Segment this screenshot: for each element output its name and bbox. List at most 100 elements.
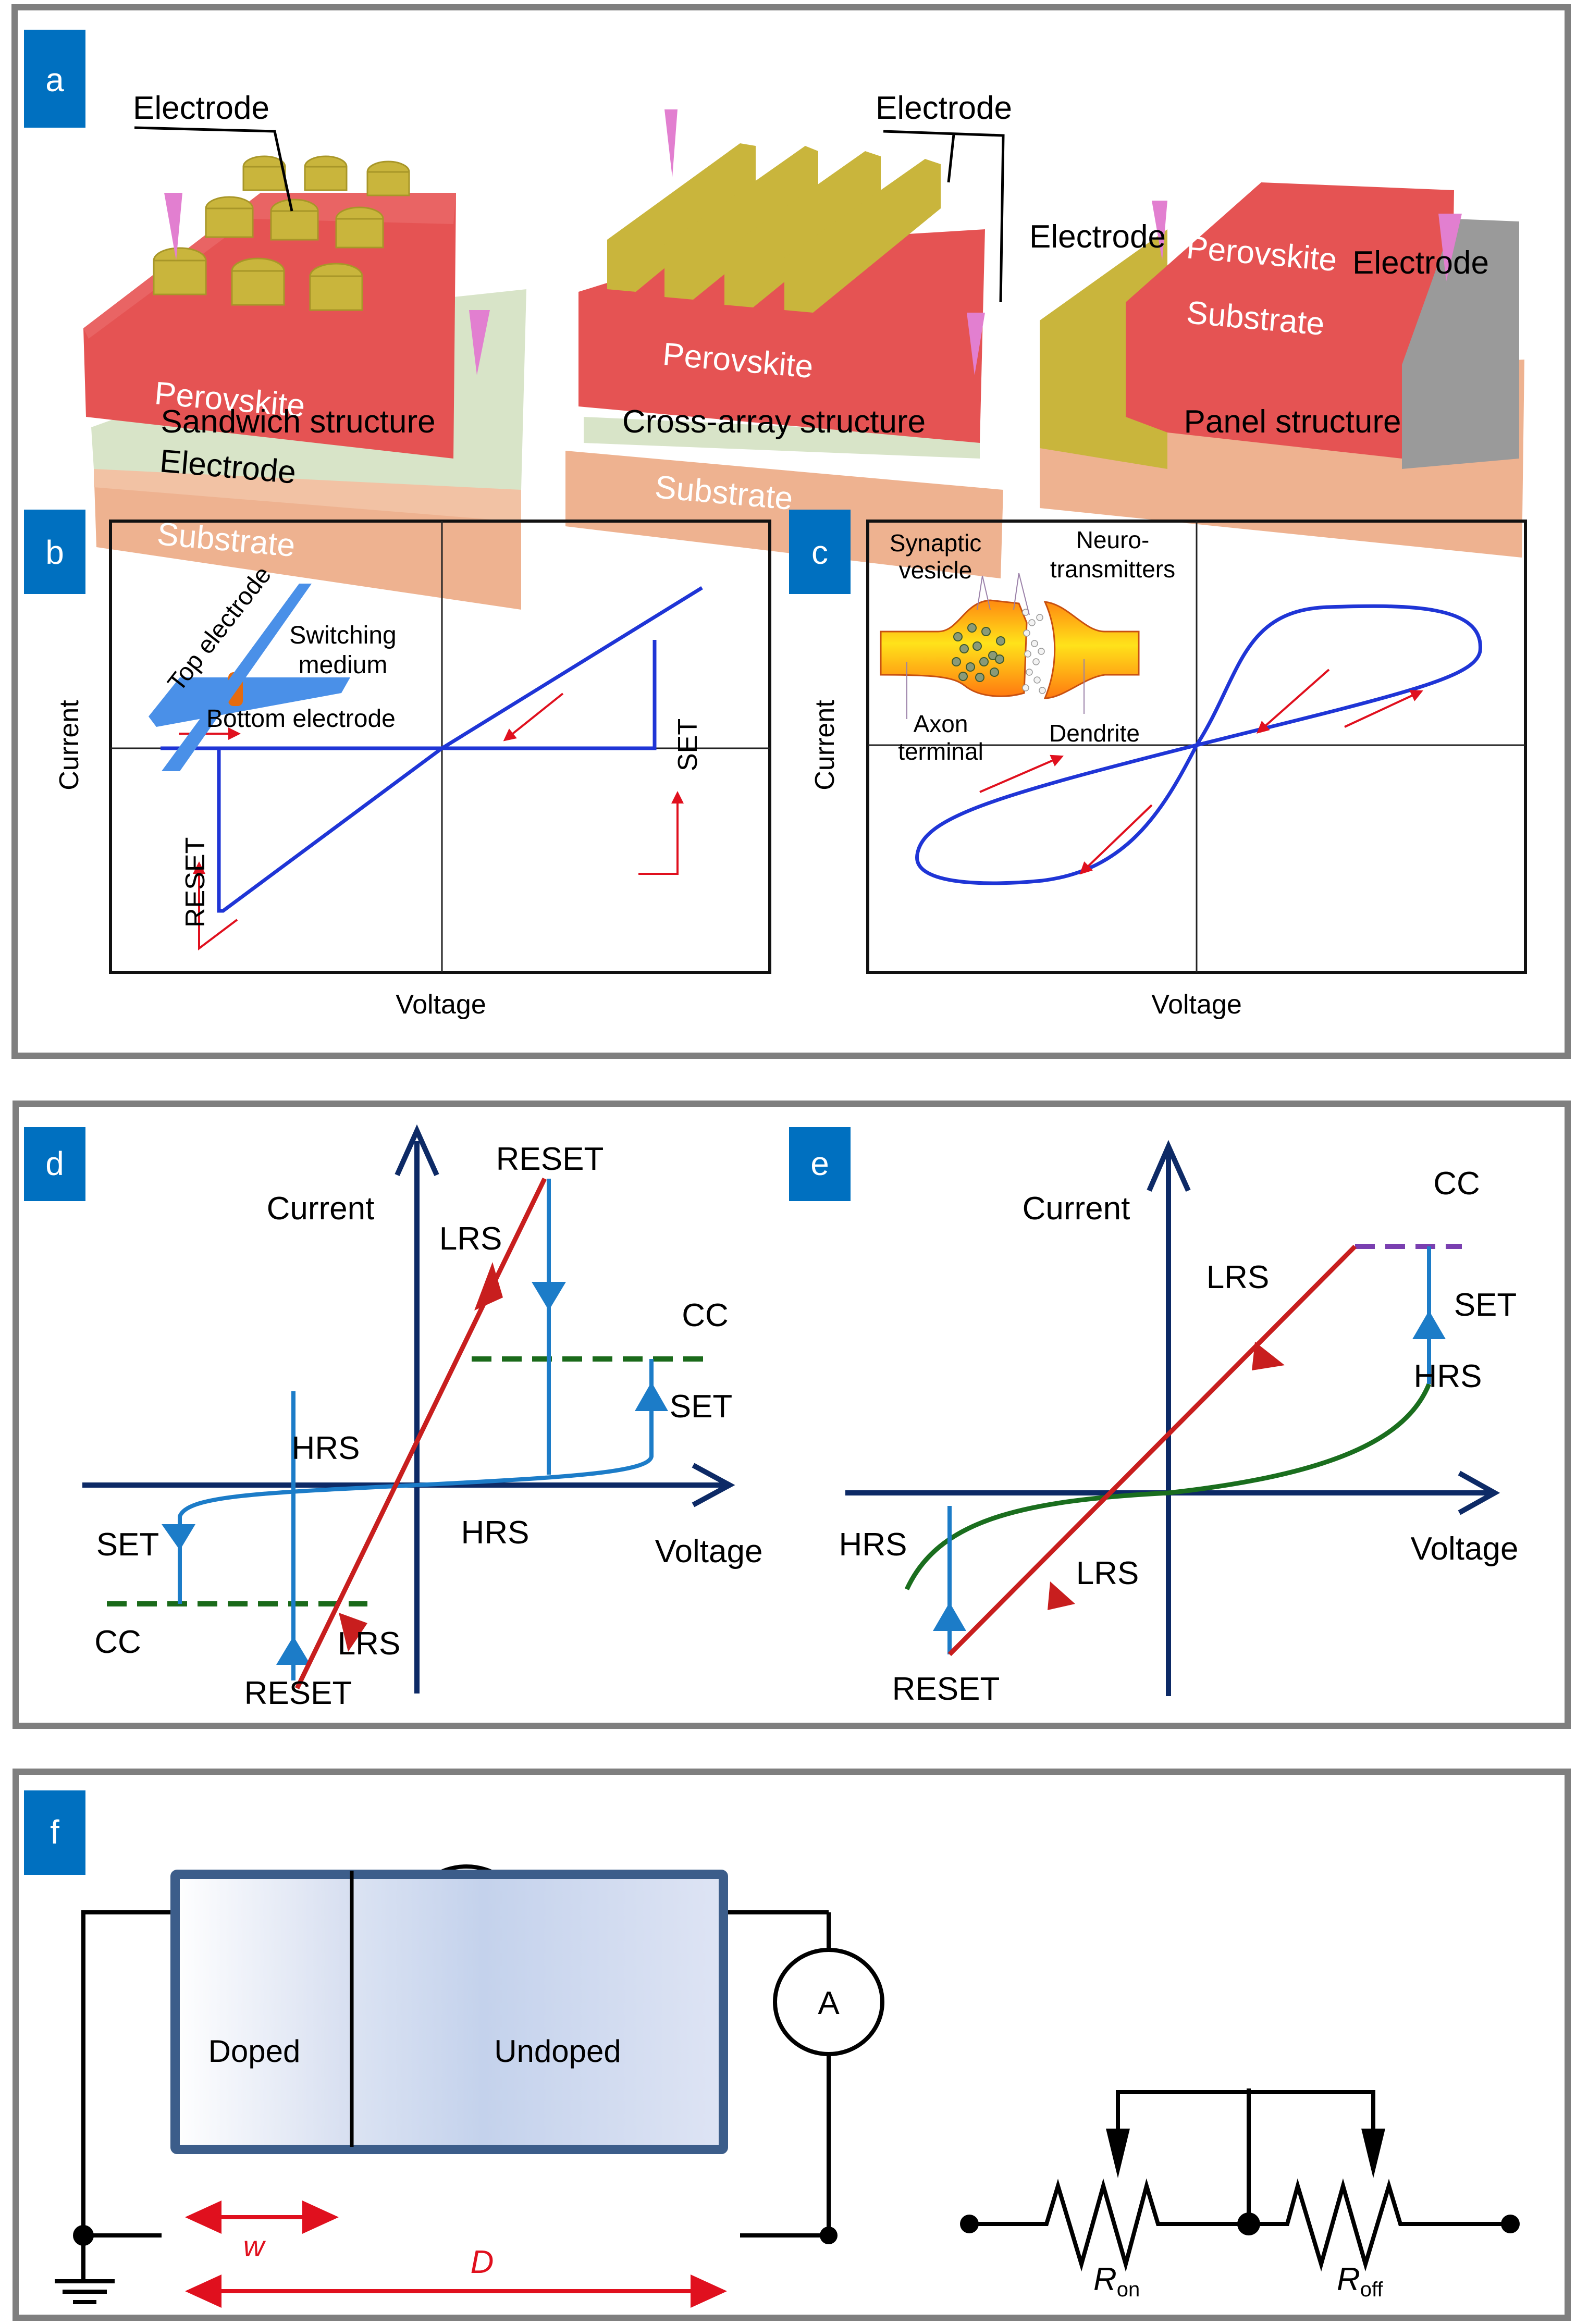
label-reset-top: RESET <box>496 1141 604 1177</box>
hrs-curve-e <box>904 1383 1432 1590</box>
direction-arrow-icon <box>1257 669 1330 734</box>
panel-a: a <box>24 30 1524 610</box>
panel-tag-f <box>24 1790 85 1875</box>
equivalent-resistor-circuit: Ron Roff <box>960 2088 1520 2301</box>
r-off-symbol: R <box>1337 2261 1360 2297</box>
label-neurotransmitters: Neuro- <box>1076 526 1150 553</box>
label-synaptic-vesicle: Synaptic <box>890 529 981 557</box>
iv-curve-lrs-reset <box>217 586 703 913</box>
neurotransmitters <box>1022 609 1046 694</box>
substrate-layer <box>565 451 1003 578</box>
label-undoped: Undoped <box>494 2034 621 2069</box>
label-bottom-electrode: Bottom electrode <box>206 705 396 733</box>
panel-tag-b <box>24 510 85 594</box>
bottom-electrode-stripes <box>584 417 980 459</box>
label-axon-terminal-2: terminal <box>898 738 983 765</box>
panel-tag-b-label: b <box>45 534 64 571</box>
pinched-hysteresis-loop <box>915 604 1482 885</box>
panel-d: d RESET Current LRS CC <box>24 1124 762 1711</box>
y-axis-label-c: Current <box>810 700 840 790</box>
label-dendrite: Dendrite <box>1049 720 1140 747</box>
probe-tip-icon <box>664 109 678 177</box>
perovskite-block <box>1126 182 1454 459</box>
panel-tag-c-label: c <box>811 534 828 571</box>
memristor-circuit: V A Doped Undop <box>55 1864 884 2308</box>
electrode-leader-line <box>134 126 293 212</box>
label-r-on: Ron <box>1093 2261 1140 2301</box>
panel-tag-e <box>789 1127 851 1201</box>
up-arrow-icon <box>276 1636 311 1665</box>
label-doped: Doped <box>208 2034 301 2069</box>
label-set: SET <box>673 719 703 771</box>
label-r-off: Roff <box>1337 2261 1383 2301</box>
y-axis-arrow-icon <box>1147 1140 1191 1192</box>
label-reset-bottom: RESET <box>244 1675 352 1711</box>
direction-arrow-icon <box>979 755 1064 793</box>
lrs-direction-arrow-icon <box>1252 1342 1285 1370</box>
label-lrs-bottom: LRS <box>338 1626 401 1662</box>
lrs-direction-arrow-icon <box>1048 1581 1075 1610</box>
up-arrow-icon <box>635 1382 668 1411</box>
ammeter-label: A <box>818 1985 840 2021</box>
set-direction-arrow-icon <box>638 791 684 875</box>
resistor-r-on-icon <box>969 2178 1249 2272</box>
label-hrs-right: HRS <box>461 1515 530 1551</box>
label-lrs-top: LRS <box>1206 1259 1270 1295</box>
panel-group-abc: a <box>11 4 1571 1059</box>
panel-e: e Current CC LRS SET HRS Voltage HRS LRS… <box>789 1127 1518 1707</box>
probe-tip-icon <box>1152 201 1167 261</box>
panel-f: f V A <box>24 1790 1520 2308</box>
direction-arrow-icon <box>503 693 564 741</box>
probe-tip-icon <box>469 310 490 375</box>
y-axis-label-d: Current <box>267 1191 375 1227</box>
label-set-right: SET <box>670 1389 733 1425</box>
r-on-symbol: R <box>1093 2261 1117 2297</box>
synapse-inset: Synaptic vesicle Neuro- transmitters Axo… <box>880 526 1175 765</box>
panel-group-f: f V A <box>13 1769 1571 2321</box>
panel-tag-e-label: e <box>810 1145 829 1182</box>
label-cc-left: CC <box>94 1624 141 1660</box>
plot-frame-b <box>109 520 771 974</box>
panel-tag-d-label: d <box>45 1145 64 1182</box>
label-set-left: SET <box>96 1527 159 1563</box>
bottom-electrode-bar <box>149 677 350 727</box>
label-axon-terminal: Axon <box>914 710 968 737</box>
label-w: w <box>243 2230 266 2263</box>
x-axis-arrow-icon <box>692 1463 735 1507</box>
undoped-region <box>353 1874 723 2149</box>
label-lrs-bottom: LRS <box>1076 1555 1139 1591</box>
up-arrow-icon <box>933 1602 966 1631</box>
wiper-arrow-icon <box>1106 2129 1130 2178</box>
x-axis-label-e: Voltage <box>1411 1531 1519 1567</box>
label-top-electrode: Electrode <box>876 90 1012 126</box>
probe-tip-icon <box>967 313 985 375</box>
memristor-device <box>170 1870 728 2154</box>
down-arrow-icon <box>162 1524 195 1550</box>
x-axis-arrow-icon <box>1458 1470 1500 1515</box>
right-electrode-block <box>1402 219 1519 469</box>
panel-tag-d <box>24 1127 85 1201</box>
label-hrs-left: HRS <box>292 1430 360 1466</box>
x-axis-label-b: Voltage <box>396 990 486 1020</box>
up-arrow-icon <box>1412 1311 1446 1339</box>
iv-curve-hrs-set <box>161 640 657 750</box>
caption-panel-structure: Panel structure <box>1184 404 1401 440</box>
lrs-direction-arrow-icon <box>474 1262 503 1311</box>
panel-tag-a-label: a <box>45 61 64 98</box>
label-set: SET <box>1454 1287 1517 1323</box>
panel-structure-diagram: Electrode Electrode Perovskite Electrode… <box>1029 182 1524 558</box>
ground-icon <box>55 2235 115 2304</box>
hrs-curve-d <box>178 1359 654 1604</box>
label-reset: RESET <box>180 837 211 928</box>
width-w-arrow: w <box>185 2201 339 2263</box>
synaptic-vesicles <box>952 623 1005 682</box>
panel-tag-c <box>789 510 851 594</box>
label-left-electrode-visible: Electrode <box>1029 219 1166 255</box>
label-switching-medium-2: medium <box>299 651 388 679</box>
down-arrow-icon <box>532 1282 566 1311</box>
label-cc-right: CC <box>682 1297 729 1333</box>
junction-dot <box>820 2227 838 2244</box>
direction-arrow-icon <box>1344 690 1423 728</box>
label-cc: CC <box>1433 1166 1480 1202</box>
